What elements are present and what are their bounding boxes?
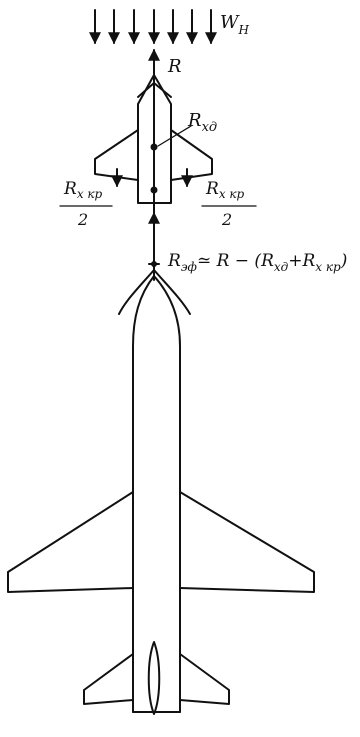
small-body bbox=[94, 48, 213, 204]
effective-force-label: Rэф≃ R − (Rхд+Rx кр) bbox=[167, 251, 347, 274]
flow-arrows bbox=[89, 9, 217, 45]
left-wing-drag-fraction: Rx кр 2 bbox=[59, 179, 113, 229]
right-wing-drag-fraction: Rx кр 2 bbox=[201, 179, 257, 229]
connecting-force bbox=[148, 202, 160, 267]
thrust-label: R bbox=[167, 56, 182, 77]
svg-text:Rx кр: Rx кр bbox=[205, 179, 245, 201]
svg-text:2: 2 bbox=[221, 210, 232, 229]
wind-label: WH bbox=[220, 12, 250, 37]
body-drag-label: Rхд bbox=[187, 110, 217, 135]
svg-text:2: 2 bbox=[77, 210, 88, 229]
svg-text:Rx кр: Rx кр bbox=[63, 179, 103, 201]
aircraft-main-body bbox=[7, 263, 315, 715]
